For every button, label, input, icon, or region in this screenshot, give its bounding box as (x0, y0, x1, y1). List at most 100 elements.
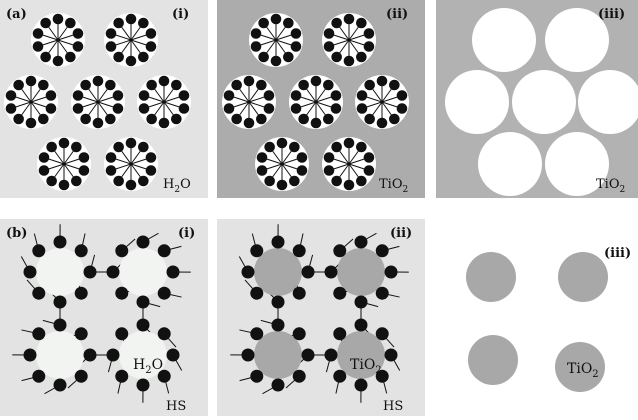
panel-a-i-micelle-6 (37, 137, 91, 191)
panel-a-i-surfactant-head (40, 18, 51, 29)
panel-a-ii-surfactant-head (291, 28, 302, 39)
panel-a-i-surfactant-head (73, 41, 84, 52)
panel-a-ii-surfactant-head (356, 142, 367, 153)
panel-b-ii-surfactant-head (302, 349, 315, 362)
panel-b-ii-surfactant-head (293, 287, 306, 300)
panel-a-ii-surfactant-head (324, 165, 335, 176)
panel-b-ii-surfactant-head (242, 349, 255, 362)
panel-a-i-micelle-2 (104, 13, 158, 67)
panel-a-ii-surfactant-head (291, 103, 302, 114)
panel-b-i-surfactant-head (75, 287, 88, 300)
panel-a-i-surfactant-head (146, 28, 157, 39)
panel-b-ii-surfactant-head (242, 266, 255, 279)
panel-a-iii-pore (512, 70, 576, 134)
panel-a-i-surfactant-head (113, 52, 124, 63)
panel-a-ii-surfactant-head (244, 118, 255, 129)
panel-a-ii-surfactant-head (291, 41, 302, 52)
panel-a-ii-surfactant-head (264, 142, 275, 153)
panel-a-ii-surfactant-head (311, 118, 322, 129)
panel-a-i-surfactant-head (159, 118, 170, 129)
panel-b-i-surfactant-head (54, 236, 67, 249)
panel-a-i-surfactant-head (80, 80, 91, 91)
panel-b-ii-surfactant-head (302, 266, 315, 279)
panel-b-ii-surfactant-head (355, 296, 368, 309)
panel-b-i-surfactant-head (75, 327, 88, 340)
panel-a-i-surfactant-head (105, 114, 116, 125)
panel-b-i-surfactant-head (107, 349, 120, 362)
panel-b-ii-surfactant-head (333, 287, 346, 300)
panel-a-ii-label: (ii) (386, 7, 408, 22)
panel-b-i-surfactant-head (32, 244, 45, 257)
panel-b-i-surfactant-head (32, 370, 45, 383)
panel-b-ii-surfactant-head (333, 327, 346, 340)
panel-a-ii-surfactant-head (283, 52, 294, 63)
panel-a-ii-surfactant-head (289, 176, 300, 187)
panel-a-i-micelle-5 (137, 75, 191, 129)
panel-a-iii-label: (iii) (598, 7, 625, 22)
panel-a-i-surfactant-head (40, 52, 51, 63)
panel-a-i-surfactant-head (46, 90, 57, 101)
panel-a-ii-surfactant-head (389, 114, 400, 125)
panel-a-i-surfactant-head (46, 142, 57, 153)
panel-b-ii-surfactant-head (272, 296, 285, 309)
panel-b-i-surfactant-head (32, 327, 45, 340)
panel-a-ii-micelle-1 (249, 13, 303, 67)
panel-a-iii-pore (472, 8, 536, 72)
panel-a-i-surfactant-head (113, 103, 124, 114)
panel-a-ii-surfactant-head (289, 142, 300, 153)
panel-b-i-surfactant-head (24, 266, 37, 279)
panel-b-i-surfactant-head (137, 296, 150, 309)
panel-a-i-surfactant-head (126, 56, 137, 67)
row-label-a: (a) (6, 7, 27, 22)
panel-a-i-surfactant-head (59, 180, 70, 191)
panel-a-i-label: (i) (172, 7, 189, 22)
panel-a-ii-surfactant-head (311, 76, 322, 87)
panel-b-i-surfactant-head (24, 349, 37, 362)
panel-a-ii-micelle-4 (289, 75, 343, 129)
panel-a-ii-surfactant-head (323, 80, 334, 91)
panel-a-i-surfactant-head (65, 52, 76, 63)
panel-b-ii-surfactant-head (355, 236, 368, 249)
panel-a-ii-surfactant-head (271, 14, 282, 25)
panel-a-i-surfactant-head (38, 80, 49, 91)
panel-a-ii-surfactant-head (364, 28, 375, 39)
panel-a-i-surfactant-head (113, 176, 124, 187)
panel-a-ii-surfactant-head (251, 28, 262, 39)
panel-a-ii-surfactant-head (397, 103, 408, 114)
panel-b-ii-label: (ii) (390, 226, 412, 241)
panel-b-ii-surfactant-head (385, 266, 398, 279)
panel-a-iii-pore (445, 70, 509, 134)
panel-a-i-surfactant-head (71, 176, 82, 187)
panel-b-i-surfactant-head (167, 349, 180, 362)
panel-a-i-micelle-7 (104, 137, 158, 191)
panel-a-ii-surfactant-head (364, 41, 375, 52)
panel-a-ii-surfactant-head (256, 80, 267, 91)
panel-b-i-surfactant-head (158, 287, 171, 300)
panel-b-i-surfactant-head (75, 370, 88, 383)
panel-b-ii-surfactant-head (333, 244, 346, 257)
panel-a-ii-surfactant-head (356, 52, 367, 63)
panel-a-i-surfactant-head (146, 152, 157, 163)
panel-b-i-surfactant-head (54, 296, 67, 309)
panel-a-i-surfactant-head (71, 142, 82, 153)
panel-a-ii-surfactant-head (291, 90, 302, 101)
panel-b-ii-surfactant-head (355, 379, 368, 392)
panel-a-i-surfactant-head (146, 114, 157, 125)
panel-a-i-surfactant-head (26, 118, 37, 129)
panel-a-i-surfactant-head (126, 138, 137, 149)
panel-a-i-surfactant-head (171, 114, 182, 125)
panel-a-ii-micelle-6 (255, 137, 309, 191)
panel-a-ii-surfactant-head (331, 52, 342, 63)
panel-b-ii-surfactant-head (376, 244, 389, 257)
panel-b-ii-surfactant-head (376, 327, 389, 340)
panel-a-ii-surfactant-head (331, 103, 342, 114)
panel-a-ii-surfactant-head (298, 80, 309, 91)
panel-a-ii-surfactant-head (324, 152, 335, 163)
panel-a-i-micelle-3 (4, 75, 58, 129)
panel-a-i-surfactant-head (126, 14, 137, 25)
panel-a-ii-micelle-7 (322, 137, 376, 191)
panel-a-ii-surfactant-head (257, 152, 268, 163)
panel-a-ii-surfactant-head (364, 165, 375, 176)
panel-b-i-surfactant-head (137, 236, 150, 249)
panel-b-ii-surfactant-head (250, 244, 263, 257)
